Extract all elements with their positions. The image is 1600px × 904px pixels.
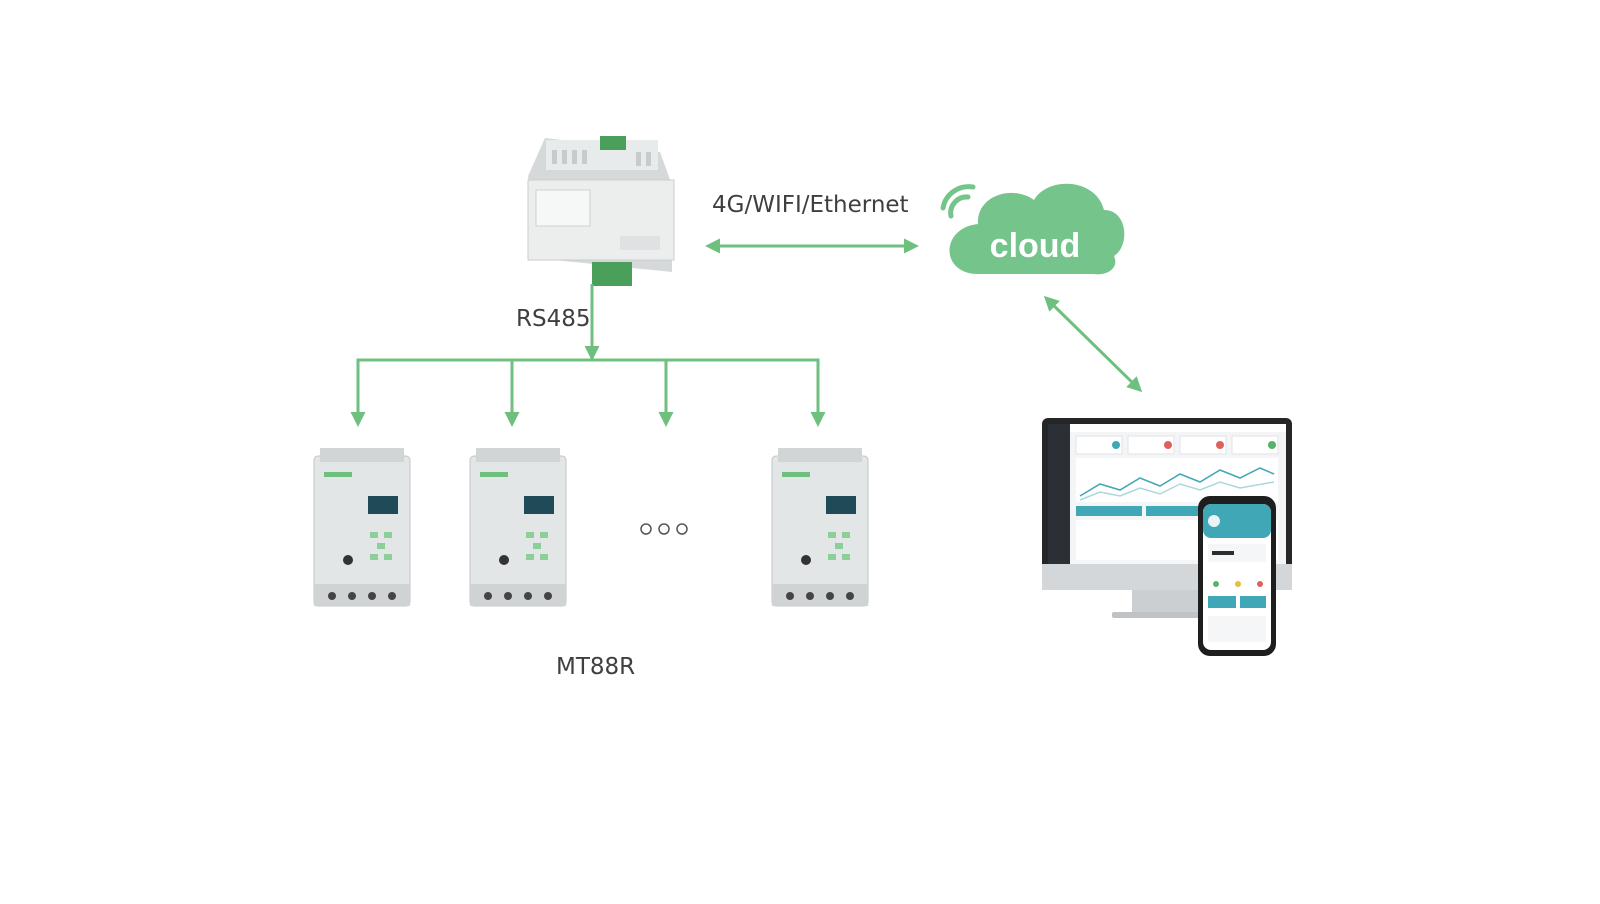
gateway-device <box>527 136 675 286</box>
mt88r-device-1 <box>313 448 411 607</box>
cloud-label: cloud <box>990 227 1081 265</box>
connection-lines <box>350 238 1143 427</box>
mt88r-device-3 <box>771 448 869 607</box>
ellipsis-dots <box>640 523 688 535</box>
cloud-icon: cloud <box>940 183 1125 275</box>
rs485-label: RS485 <box>516 306 591 332</box>
mt88r-device-2 <box>469 448 567 607</box>
cloud-monitor-arrow <box>1043 295 1143 393</box>
model-label: MT88R <box>556 654 636 680</box>
rs485-bus <box>356 358 820 422</box>
link-label: 4G/WIFI/Ethernet <box>712 192 909 218</box>
phone-illustration <box>1198 496 1276 656</box>
